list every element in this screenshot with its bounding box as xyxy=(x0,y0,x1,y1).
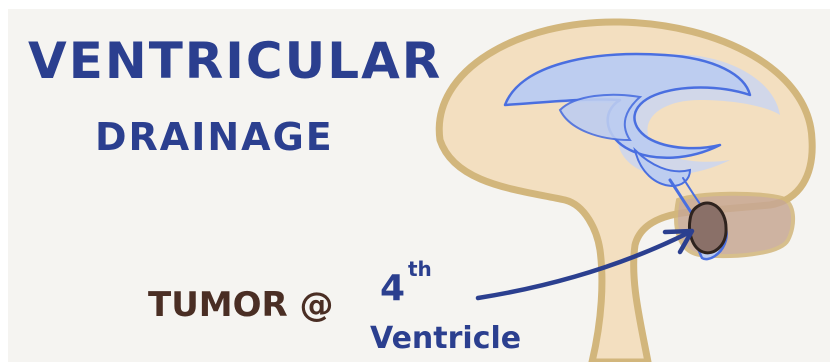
tumor-mass xyxy=(690,203,727,253)
tumor-label: TUMOR @ xyxy=(148,285,334,325)
pointer-arrow-shaft xyxy=(478,232,690,298)
title-line-2: DRAINAGE xyxy=(95,115,334,159)
ventricle-number: 4 xyxy=(380,268,405,309)
ventricle-word: Ventricle xyxy=(370,321,521,356)
title-line-1: VENTRICULAR xyxy=(28,32,442,90)
ventricle-superscript: th xyxy=(408,257,432,281)
